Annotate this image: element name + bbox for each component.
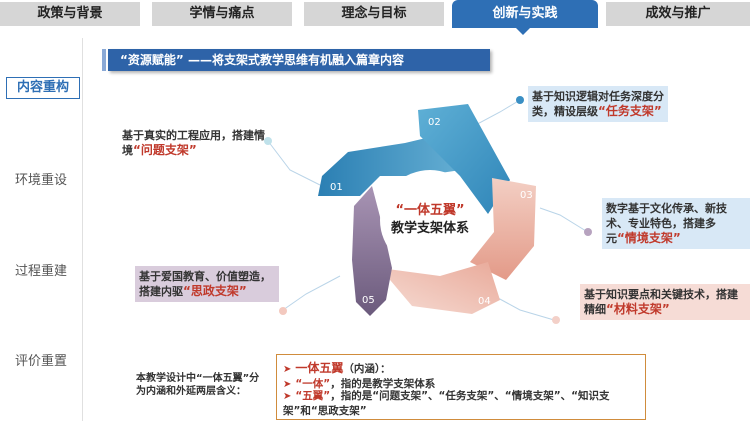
dot-01	[264, 137, 272, 145]
dot-03	[584, 228, 592, 236]
triangle-bullet-icon: ➤	[283, 364, 292, 375]
dot-05	[279, 307, 287, 315]
sidebar-item-environment-reset[interactable]: 环境重设	[14, 173, 67, 188]
petal-04	[380, 262, 500, 314]
definition-key-five: “五翼”	[295, 390, 331, 402]
callout-ideology-scaffold: 基于爱国教育、价值塑造，搭建内驱“思政支架”	[135, 266, 279, 302]
section-banner: “资源赋能” ——将支架式教学思维有机融入篇章内容	[108, 49, 490, 71]
definition-text-five: ，指的是“问题支架”、“任务支架”、“情境支架”、“知识支架”和“思政支架”	[283, 390, 610, 417]
sidebar-item-evaluation-reset[interactable]: 评价重置	[14, 354, 67, 369]
definition-row-title: ➤一体五翼（内涵）：	[283, 359, 391, 376]
definition-text-one: ，指的是教学支架体系	[330, 378, 436, 390]
callout-highlight-03: “情境支架”	[617, 231, 681, 245]
definition-row-one: ➤“一体”，指的是教学支架体系	[283, 376, 435, 391]
petal-num-01: 01	[330, 182, 343, 193]
definition-row-five: ➤“五翼”，指的是“问题支架”、“任务支架”、“情境支架”、“知识支架”和“思政…	[283, 389, 639, 418]
callout-problem-scaffold: 基于真实的工程应用，搭建情境“问题支架”	[122, 128, 270, 158]
connector-line-02	[469, 99, 521, 129]
center-subtitle: 教学支架体系	[390, 220, 469, 236]
callout-text-04: 基于知识要点和关键技术，搭建精细	[584, 288, 738, 316]
tab-results-promotion[interactable]: 成效与推广	[606, 2, 750, 26]
center-title: “一体五翼”	[395, 202, 464, 218]
callout-highlight-05: “思政支架”	[183, 284, 247, 298]
petal-num-04: 04	[478, 296, 491, 307]
connector-line-03	[539, 207, 587, 232]
dot-02	[516, 96, 524, 104]
banner-indicator	[102, 49, 106, 71]
tab-concept-goals[interactable]: 理念与目标	[304, 2, 444, 26]
intro-text: 本教学设计中“一体五翼”分为内涵和外延两层含义：	[136, 373, 260, 397]
active-tab-pointer	[516, 28, 530, 35]
sidebar-item-process-rebuild[interactable]: 过程重建	[14, 264, 67, 279]
petal-05	[352, 186, 392, 316]
callout-text-01: 基于真实的工程应用，搭建情境	[122, 129, 265, 157]
connector-line-05	[282, 275, 341, 311]
callout-text-05: 基于爱国教育、价值塑造，搭建内驱	[139, 270, 271, 298]
connector-line-01	[267, 140, 323, 187]
petal-num-02: 02	[428, 117, 441, 128]
callout-material-scaffold: 基于知识要点和关键技术，搭建精细“材料支架”	[580, 284, 750, 320]
center-circle	[380, 170, 480, 270]
callout-highlight-04: “材料支架”	[606, 302, 670, 316]
tab-policy-background[interactable]: 政策与背景	[0, 2, 140, 26]
callout-text-03: 数字基于文化传承、新技术、专业特色，搭建多元	[606, 202, 727, 245]
sidebar-divider	[82, 38, 83, 421]
tab-learning-painpoints[interactable]: 学情与痛点	[152, 2, 292, 26]
triangle-bullet-icon: ➤	[283, 379, 292, 390]
definition-box: ➤一体五翼（内涵）： ➤“一体”，指的是教学支架体系 ➤“五翼”，指的是“问题支…	[276, 354, 646, 420]
sidebar: 内容重构 环境重设 过程重建 评价重置	[0, 38, 82, 421]
tab-innovation-practice[interactable]: 创新与实践	[452, 0, 598, 28]
callout-highlight-02: “任务支架”	[598, 104, 662, 118]
triangle-bullet-icon: ➤	[283, 391, 292, 402]
petal-03	[470, 178, 536, 280]
callout-task-scaffold: 基于知识逻辑对任务深度分类，精设层级“任务支架”	[528, 86, 668, 122]
definition-key-one: “一体”	[295, 378, 331, 390]
callout-highlight-01: “问题支架”	[133, 143, 197, 157]
dot-04	[552, 316, 560, 324]
callout-text-02: 基于知识逻辑对任务深度分类，精设层级	[532, 90, 664, 118]
petal-02	[418, 104, 510, 214]
connector-line-04	[497, 297, 555, 321]
top-nav: 政策与背景 学情与痛点 理念与目标 创新与实践 成效与推广	[0, 0, 750, 35]
definition-title: 一体五翼	[295, 361, 344, 375]
petal-num-05: 05	[362, 295, 375, 306]
sidebar-item-content-restructure[interactable]: 内容重构	[6, 77, 80, 99]
petal-num-03: 03	[520, 190, 533, 201]
callout-situation-scaffold: 数字基于文化传承、新技术、专业特色，搭建多元“情境支架”	[602, 198, 750, 249]
definition-title-suffix: （内涵）：	[343, 363, 391, 375]
